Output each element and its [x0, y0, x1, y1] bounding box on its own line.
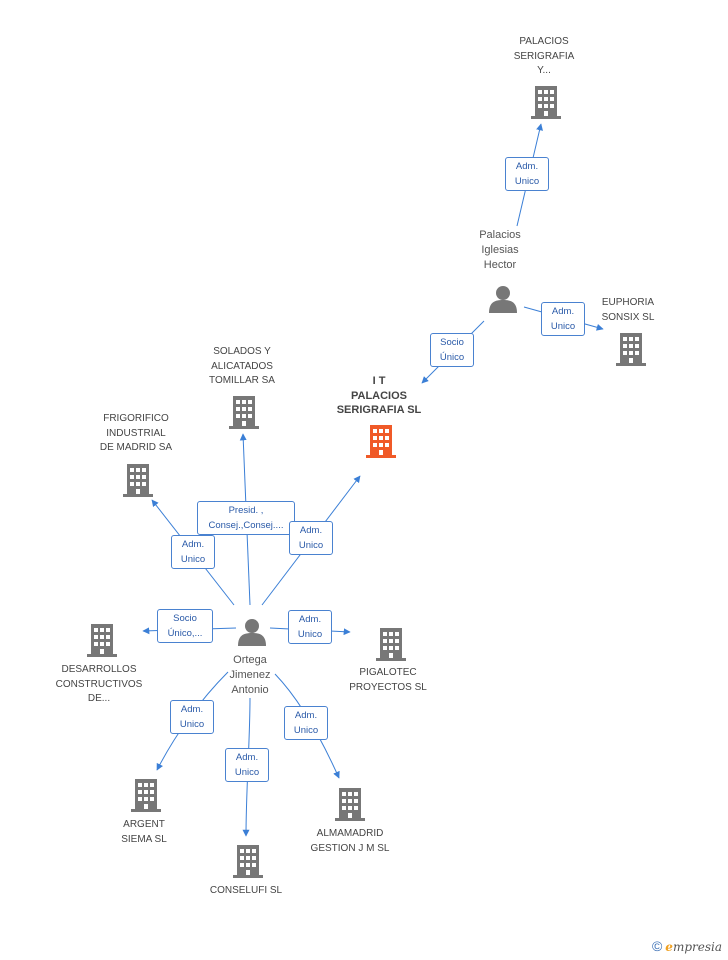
- person-icon[interactable]: [489, 286, 517, 313]
- node-label-palacios-serigrafia-y[interactable]: PALACIOS SERIGRAFIA Y...: [513, 36, 575, 76]
- edge-label-ortega-desarrollos[interactable]: Socio Único,...: [157, 609, 213, 643]
- node-label-almamadrid-gestion[interactable]: ALMAMADRID GESTION J M SL: [310, 828, 390, 854]
- edge-label-ortega-conselufi[interactable]: Adm. Unico: [225, 748, 269, 782]
- edge-label-ortega-almamadrid[interactable]: Adm. Unico: [284, 706, 328, 740]
- node-label-solados-alicatados[interactable]: SOLADOS Y ALICATADOS TOMILLAR SA: [209, 346, 275, 386]
- person-icon[interactable]: [238, 619, 266, 646]
- edge-label-hector-palacios[interactable]: Adm. Unico: [505, 157, 549, 191]
- building-icon[interactable]: [531, 86, 561, 119]
- building-icon[interactable]: [616, 333, 646, 366]
- building-icon[interactable]: [233, 845, 263, 878]
- building-icon[interactable]: [335, 788, 365, 821]
- building-icon[interactable]: [229, 396, 259, 429]
- node-label-frigorifico-industrial[interactable]: FRIGORIFICO INDUSTRIAL DE MADRID SA: [99, 413, 173, 453]
- edge-label-ortega-solados[interactable]: Presid. , Consej.,Consej....: [197, 501, 295, 535]
- node-label-argent-siema[interactable]: ARGENT SIEMA SL: [121, 819, 167, 845]
- brand-mark: e: [665, 940, 673, 954]
- edge-label-hector-it[interactable]: Socio Único: [430, 333, 474, 367]
- edge-label-ortega-frigorifico[interactable]: Adm. Unico: [171, 535, 215, 569]
- node-label-conselufi[interactable]: CONSELUFI SL: [209, 885, 283, 896]
- node-label-it-palacios-serigrafia[interactable]: I T PALACIOS SERIGRAFIA SL: [336, 375, 422, 416]
- edge-label-ortega-it[interactable]: Adm. Unico: [289, 521, 333, 555]
- building-icon[interactable]: [123, 464, 153, 497]
- node-label-desarrollos-constructivos[interactable]: DESARROLLOS CONSTRUCTIVOS DE...: [55, 664, 143, 704]
- edge-label-ortega-pigalotec[interactable]: Adm. Unico: [288, 610, 332, 644]
- node-label-pigalotec-proyectos[interactable]: PIGALOTEC PROYECTOS SL: [349, 667, 427, 693]
- edge-label-hector-euphoria[interactable]: Adm. Unico: [541, 302, 585, 336]
- building-icon-main[interactable]: [366, 425, 396, 458]
- brand-name: mpresia: [672, 940, 722, 954]
- building-icon[interactable]: [131, 779, 161, 812]
- node-label-palacios-iglesias-hector[interactable]: Palacios Iglesias Hector: [479, 229, 521, 271]
- building-icon[interactable]: [376, 628, 406, 661]
- node-label-ortega-jimenez-antonio[interactable]: Ortega Jimenez Antonio: [229, 654, 271, 696]
- edge-label-ortega-argent[interactable]: Adm. Unico: [170, 700, 214, 734]
- building-icon[interactable]: [87, 624, 117, 657]
- footer-brand[interactable]: ©empresia: [652, 938, 722, 954]
- copyright-icon: ©: [651, 938, 663, 954]
- node-label-euphoria-sonsix[interactable]: EUPHORIA SONSIX SL: [601, 297, 655, 323]
